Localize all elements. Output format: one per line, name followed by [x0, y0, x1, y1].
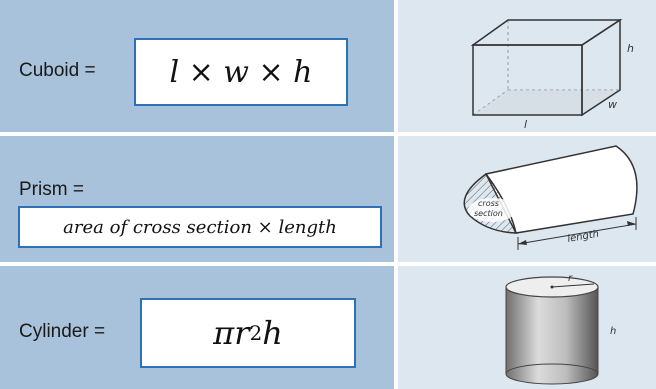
prism-formula: area of cross section × length [18, 206, 382, 248]
prism-cross-label-1: cross [478, 199, 499, 208]
prism-cross-label-2: section [474, 209, 503, 218]
cylinder-formula-base: πr [213, 314, 250, 352]
cylinder-formula-tail: h [262, 314, 283, 352]
cuboid-w-label: w [608, 98, 617, 111]
prism-label: Prism = [19, 179, 84, 200]
cuboid-formula-text: l × w × h [169, 54, 313, 90]
cylinder-label: Cylinder = [19, 321, 106, 342]
prism-row: Prism = area of cross section × length c… [0, 136, 656, 262]
prism-diagram: cross section length [463, 145, 638, 250]
cuboid-label: Cuboid = [19, 60, 96, 81]
prism-length-label: length [567, 229, 600, 245]
cuboid-h-label: h [627, 42, 634, 55]
cuboid-row: Cuboid = l × w × h h w l [0, 0, 656, 132]
prism-formula-panel: Prism = area of cross section × length [0, 136, 394, 262]
cylinder-diagram: r h [505, 273, 616, 385]
cuboid-l-label: l [524, 118, 527, 131]
cylinder-h-label: h [610, 326, 616, 337]
cylinder-diagram-panel: r h [398, 266, 656, 389]
cylinder-r-label: r [568, 273, 573, 284]
prism-diagram-panel: cross section length [398, 136, 656, 262]
cuboid-diagram: h w l [470, 18, 634, 131]
cuboid-formula: l × w × h [134, 38, 348, 106]
cuboid-diagram-panel: h w l [398, 0, 656, 132]
cylinder-formula-exponent: 2 [249, 321, 263, 345]
prism-formula-text: area of cross section × length [63, 216, 337, 238]
cuboid-formula-panel: Cuboid = l × w × h [0, 0, 394, 132]
